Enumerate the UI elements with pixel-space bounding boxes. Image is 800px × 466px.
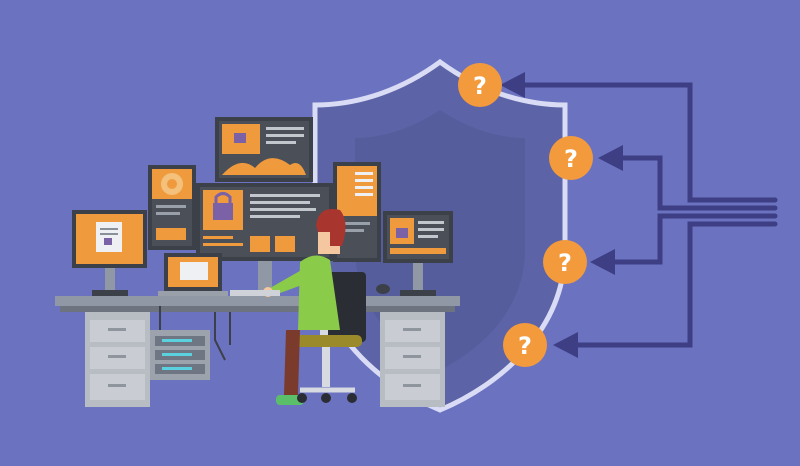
padlock-icon: [104, 238, 112, 245]
arrow-icon: [598, 145, 623, 171]
monitor-far-right: [383, 211, 453, 296]
arrow-icon: [500, 72, 525, 98]
monitor-gear: [148, 165, 196, 250]
arrow-heads: [500, 72, 623, 358]
desk: [55, 296, 460, 407]
question-badge: ?: [543, 240, 587, 284]
padlock-icon: [396, 228, 408, 238]
monitors: [72, 117, 453, 296]
question-mark-icon: ?: [518, 332, 532, 360]
padlock-icon: [234, 133, 246, 143]
question-badge: ?: [458, 63, 502, 107]
question-badge: ?: [503, 323, 547, 367]
mouse: [376, 284, 390, 294]
question-mark-icon: ?: [473, 72, 487, 100]
question-mark-icon: ?: [558, 249, 572, 277]
padlock-icon: [213, 203, 233, 220]
monitor-main: [196, 183, 333, 291]
laptop: [158, 253, 228, 296]
question-mark-icon: ?: [564, 145, 578, 173]
person: [263, 209, 366, 405]
arrow-icon: [590, 249, 615, 275]
question-badges: ? ? ? ?: [458, 63, 593, 367]
question-badge: ?: [549, 136, 593, 180]
monitor-top: [215, 117, 313, 182]
monitor-left: [72, 210, 147, 296]
arrow-icon: [553, 332, 578, 358]
keyboard: [230, 290, 280, 296]
arrow-lines: [517, 82, 778, 348]
